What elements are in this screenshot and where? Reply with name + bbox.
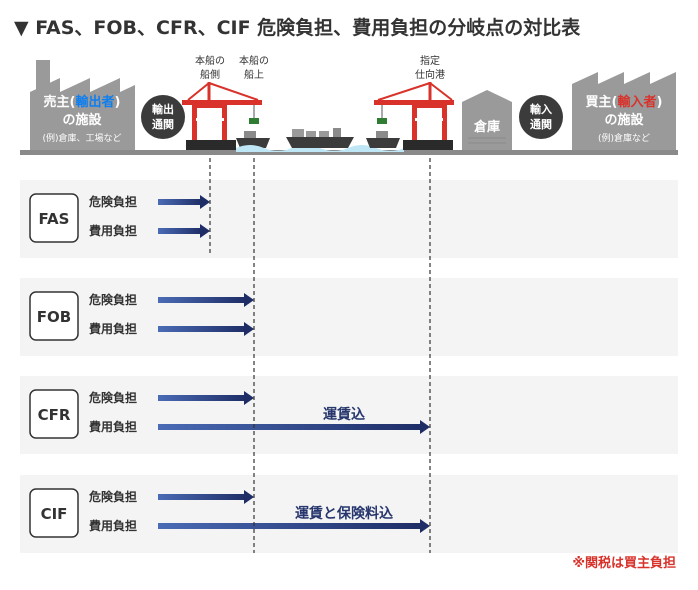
buyer-label-line3: (例)倉庫など [598,132,650,144]
dest-port-label-line1: 指定 [420,54,440,67]
term-name: FOB [37,308,71,326]
seller-factory-icon [30,60,135,150]
import-customs-badge [519,95,563,139]
import-customs-line2: 通関 [530,118,552,131]
warehouse-label: 倉庫 [473,119,500,135]
cost-arrow [158,420,430,434]
term-name: CIF [41,505,68,523]
sea-water [236,145,404,152]
destination-crane-icon [374,82,454,150]
boundary-guides [209,158,431,553]
risk-label: 危険負担 [88,489,137,504]
seller-label-line3: (例)倉庫、工場など [42,132,121,144]
cost-arrow [158,519,430,533]
risk-arrow [158,391,254,405]
on-board-label-line2: 船上 [244,68,264,81]
export-customs-line1: 輸出 [152,102,174,116]
cargo-ship-icon [286,128,354,148]
risk-arrow [158,195,210,209]
buyer-label-line2: の施設 [604,112,644,128]
origin-crane-icon [182,82,262,150]
buyer-facility-icon [572,72,676,150]
ship-side-label-line1: 本船の [195,54,225,67]
buyer-label: 買主(輸入者) [586,94,663,110]
cost-label: 費用負担 [89,419,137,434]
row-background [20,180,678,258]
customs-duty-footnote: ※関税は買主負担 [572,555,676,571]
on-board-label-line1: 本船の [239,54,269,67]
risk-label: 危険負担 [88,390,137,405]
row-background [20,376,678,454]
term-name: FAS [39,210,70,228]
cost-note: 運賃と保険料込 [295,505,393,522]
risk-label: 危険負担 [88,194,137,209]
export-customs-line2: 通関 [152,118,174,131]
term-badge [29,389,79,439]
seller-label-line2: の施設 [62,112,102,128]
cost-label: 費用負担 [89,518,137,533]
destination-ship-icon [366,131,400,148]
seller-label: 売主(輸出者) [44,94,121,110]
import-customs-line1: 輸入 [530,102,552,116]
export-customs-badge [141,95,185,139]
page-title: ▼ FAS、FOB、CFR、CIF 危険負担、費用負担の分岐点の対比表 [14,16,581,39]
ship-side-label-line2: 船側 [200,68,220,81]
cost-label: 費用負担 [89,321,137,336]
dest-port-label-line2: 仕向港 [415,68,445,81]
ground-line [20,150,678,155]
risk-arrow [158,490,254,504]
warehouse-icon [462,90,512,150]
term-badge [29,488,79,538]
risk-arrow [158,293,254,307]
term-badge [29,193,79,243]
row-background [20,278,678,356]
row-background [20,475,678,553]
term-name: CFR [38,406,71,424]
term-badge [29,291,79,341]
cost-note: 運賃込 [323,406,365,423]
risk-label: 危険負担 [88,292,137,307]
terms-table: FAS危険負担費用負担FOB危険負担費用負担CFR危険負担費用負担運賃込CIF危… [20,180,678,553]
cost-arrow [158,224,210,238]
cost-label: 費用負担 [89,223,137,238]
cost-arrow [158,322,254,336]
